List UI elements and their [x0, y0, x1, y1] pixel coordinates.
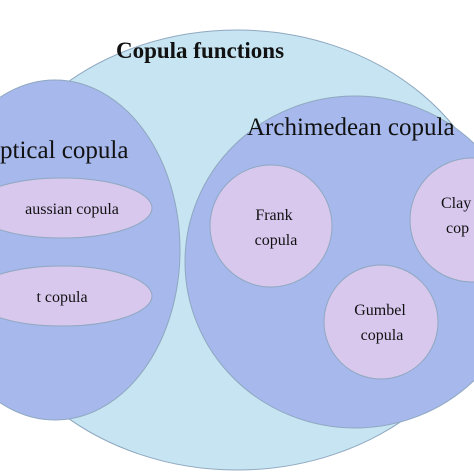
frank-copula-label-line1: Frank	[255, 207, 292, 224]
gumbel-copula-label-line2: copula	[361, 327, 404, 344]
gumbel-copula-label-line1: Gumbel	[354, 302, 406, 319]
gumbel-copula-item	[323, 264, 439, 380]
archimedean-copula-label: Archimedean copula	[247, 114, 455, 141]
t-copula-item	[0, 265, 153, 327]
frank-copula-item	[209, 164, 333, 288]
gaussian-copula-item	[0, 177, 153, 239]
clayton-copula-label-line2: cop	[446, 220, 469, 237]
frank-copula-label-line2: copula	[255, 232, 298, 249]
t-copula-label: t copula	[36, 289, 87, 306]
gumbel-copula-label: Gumbel copula	[354, 302, 410, 344]
frank-copula-label: Frank copula	[255, 207, 298, 249]
clayton-copula-item	[409, 157, 474, 283]
elliptical-copula-region	[0, 79, 181, 421]
elliptical-copula-label: ptical copula	[0, 137, 128, 164]
clayton-copula-label-line1: Clay	[441, 195, 471, 212]
gaussian-copula-label: aussian copula	[25, 201, 119, 218]
clayton-copula-label: Clay cop	[441, 195, 474, 237]
diagram-title: Copula functions	[116, 38, 284, 63]
